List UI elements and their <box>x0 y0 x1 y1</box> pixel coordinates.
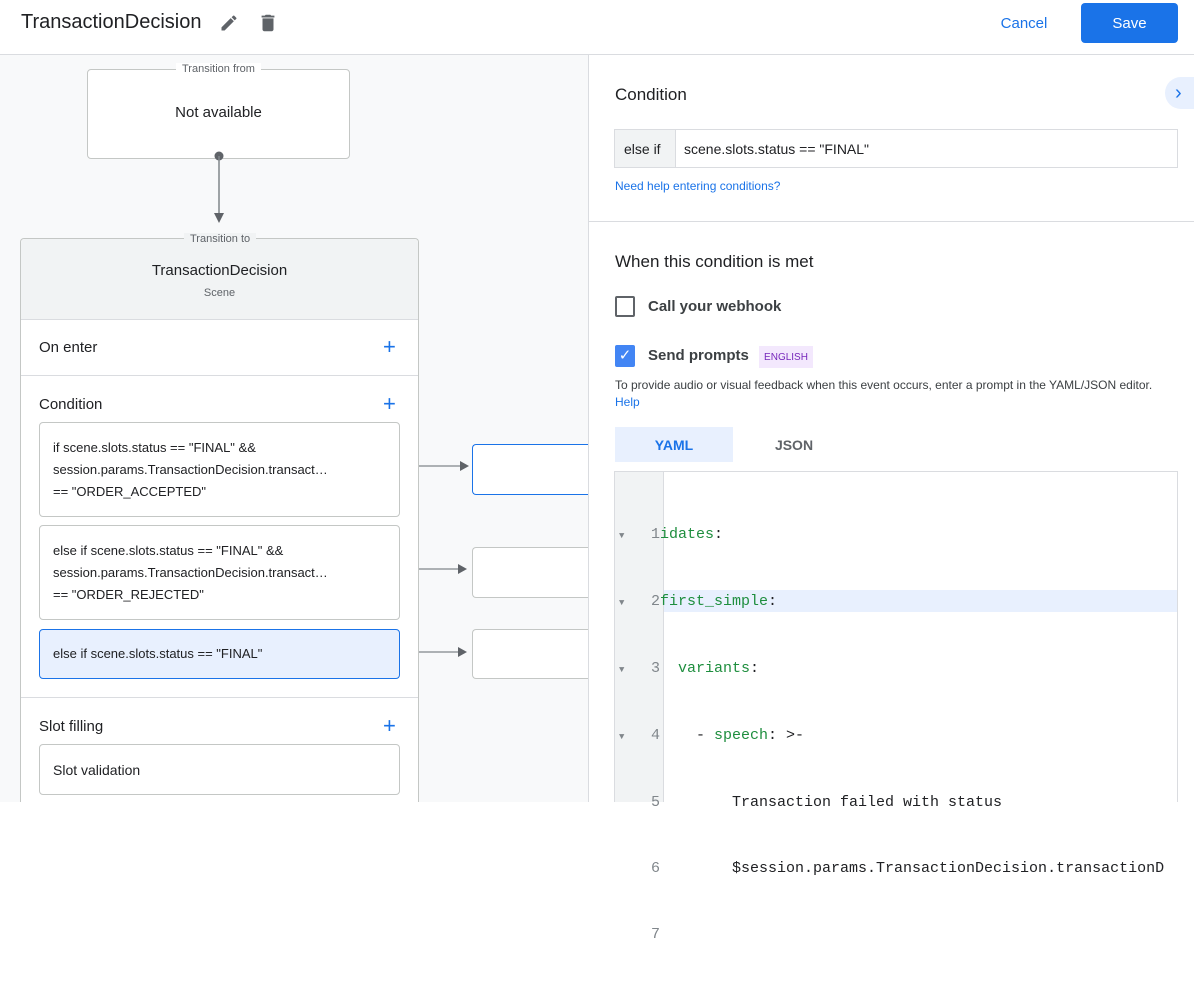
collapse-panel-button[interactable]: › <box>1165 77 1194 109</box>
condition-value[interactable]: scene.slots.status == "FINAL" <box>684 140 870 157</box>
yaml-key: variants <box>678 660 751 677</box>
yaml-key: speech <box>714 727 769 744</box>
code-line: ▼2first_simple: <box>615 591 1164 614</box>
scene-header: Transition to TransactionDecision Scene <box>21 233 418 320</box>
fold-arrow-icon: ▼ <box>619 598 625 608</box>
divider <box>589 221 1194 222</box>
page-title: TransactionDecision <box>21 11 202 33</box>
condition-prefix: else if <box>615 130 676 167</box>
yaml-key: idates <box>660 526 715 543</box>
condition-line: else if scene.slots.status == "FINAL" && <box>53 542 284 558</box>
code-text: $session.params.TransactionDecision.tran… <box>660 860 1165 877</box>
add-on-enter-icon[interactable]: + <box>383 334 396 359</box>
transition-from-box: Transition from Not available <box>87 63 350 159</box>
code-line: 5 Transaction failed with status <box>615 792 1164 814</box>
language-badge: ENGLISH <box>759 346 813 368</box>
condition-target-2[interactable] <box>472 547 588 598</box>
condition-title: Condition <box>615 85 687 104</box>
save-button[interactable]: Save <box>1081 3 1178 43</box>
line-number: 3 <box>650 660 660 677</box>
top-bar: TransactionDecision Cancel Save <box>0 0 1194 55</box>
line-number: 4 <box>650 727 660 744</box>
help-conditions-link[interactable]: Need help entering conditions? <box>615 179 781 193</box>
condition-line: == "ORDER_ACCEPTED" <box>53 483 206 499</box>
code-line: ▼3 variants: <box>615 658 1164 681</box>
condition-label: Condition <box>39 396 103 413</box>
transition-from-legend: Transition from <box>176 63 261 75</box>
line-number: 2 <box>650 593 660 610</box>
condition-panel: › Condition else if scene.slots.status =… <box>588 55 1194 943</box>
code-line: ▼1idates: <box>615 524 1164 547</box>
condition-line: session.params.TransactionDecision.trans… <box>53 564 328 580</box>
fold-arrow-icon: ▼ <box>619 732 625 742</box>
editor-lines: ▼1idates: ▼2first_simple: ▼3 variants: ▼… <box>615 480 1164 990</box>
met-title: When this condition is met <box>615 252 814 271</box>
scene-name: TransactionDecision <box>151 262 288 279</box>
tab-json[interactable]: JSON <box>774 436 814 453</box>
add-slot-icon[interactable]: + <box>383 713 396 738</box>
condition-line: == "ORDER_REJECTED" <box>53 586 204 602</box>
fold-arrow-icon: ▼ <box>619 531 625 541</box>
condition-item-selected[interactable]: else if scene.slots.status == "FINAL" <box>39 629 400 679</box>
tab-yaml[interactable]: YAML <box>615 427 733 462</box>
cancel-button[interactable]: Cancel <box>1000 14 1048 32</box>
divider <box>21 697 418 698</box>
webhook-label: Call your webhook <box>648 298 782 315</box>
fold-arrow-icon: ▼ <box>619 665 625 675</box>
edit-icon[interactable] <box>219 13 239 33</box>
send-prompts-checkbox[interactable]: ✓ <box>615 345 635 367</box>
flow-canvas: Transition from Not available Transition… <box>0 55 588 802</box>
editor-gutter <box>615 472 664 802</box>
line-number: 1 <box>650 526 660 543</box>
condition-input[interactable]: else if scene.slots.status == "FINAL" <box>614 129 1178 168</box>
connector-arrow <box>214 213 224 223</box>
add-condition-icon[interactable]: + <box>383 391 396 416</box>
condition-item[interactable]: else if scene.slots.status == "FINAL" &&… <box>39 525 400 620</box>
line-number: 5 <box>650 794 660 811</box>
condition-line: session.params.TransactionDecision.trans… <box>53 461 328 477</box>
chevron-right-icon: › <box>1175 81 1182 104</box>
on-enter-section[interactable]: On enter + <box>21 320 418 376</box>
transition-to-legend: Transition to <box>184 233 257 245</box>
webhook-checkbox[interactable] <box>615 296 635 317</box>
help-link[interactable]: Help <box>615 395 640 409</box>
slot-filling-label: Slot filling <box>39 718 104 735</box>
condition-line: if scene.slots.status == "FINAL" && <box>53 439 256 455</box>
transition-from-value: Not available <box>175 104 262 121</box>
scene-type: Scene <box>203 287 236 299</box>
condition-line: else if scene.slots.status == "FINAL" <box>53 646 263 661</box>
condition-target-3[interactable] <box>472 629 588 679</box>
condition-target-1[interactable] <box>472 444 588 495</box>
info-text-body: To provide audio or visual feedback when… <box>615 378 1153 392</box>
active-line-highlight <box>664 590 1177 612</box>
check-icon: ✓ <box>618 347 632 364</box>
yaml-key: first_simple <box>660 593 769 610</box>
delete-icon[interactable] <box>257 11 279 35</box>
line-number: 7 <box>650 926 660 943</box>
code-line: 7 <box>615 924 1164 946</box>
code-line: ▼4 - speech: >- <box>615 725 1164 748</box>
code-line: 6 $session.params.TransactionDecision.tr… <box>615 858 1164 880</box>
info-text: To provide audio or visual feedback when… <box>615 377 1175 411</box>
condition-item[interactable]: if scene.slots.status == "FINAL" && sessi… <box>39 422 400 517</box>
yaml-editor[interactable]: ▼1idates: ▼2first_simple: ▼3 variants: ▼… <box>614 471 1178 943</box>
line-number: 6 <box>650 860 660 877</box>
scene-card: Transition to TransactionDecision Scene … <box>20 233 419 802</box>
on-enter-label: On enter <box>39 339 98 356</box>
slot-validation-item[interactable]: Slot validation <box>39 744 400 795</box>
slot-validation-label: Slot validation <box>53 761 141 778</box>
send-prompts-label: Send prompts <box>648 347 749 364</box>
